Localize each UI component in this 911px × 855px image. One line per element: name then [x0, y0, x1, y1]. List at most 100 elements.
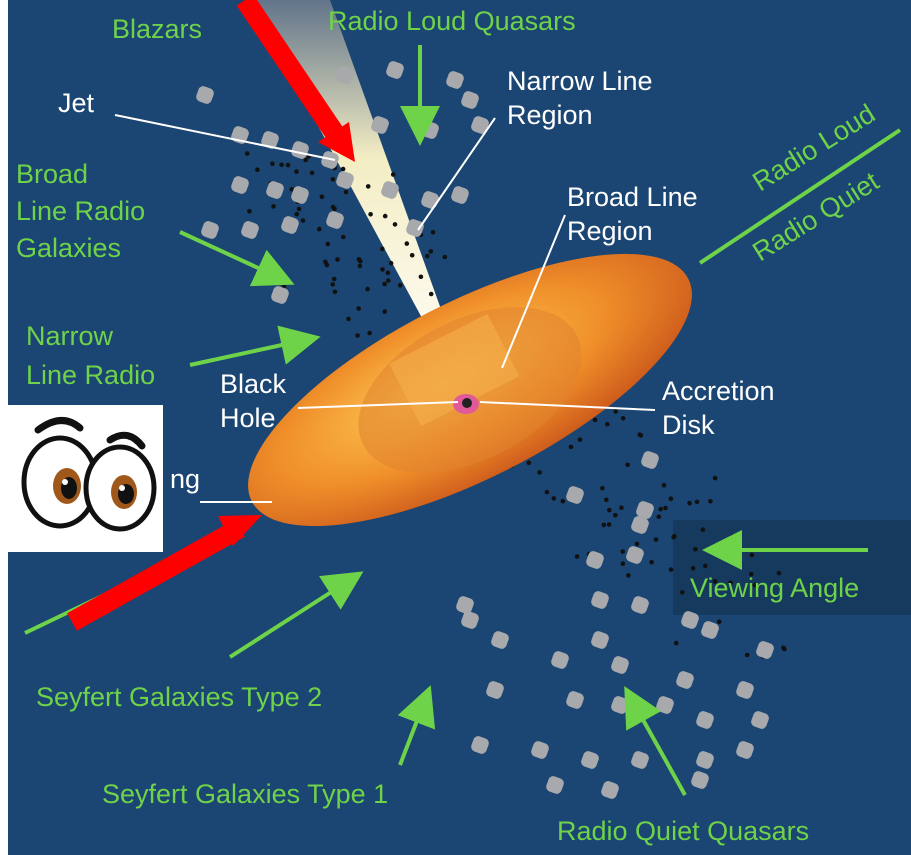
black-dot	[639, 433, 644, 438]
black-dot	[425, 254, 430, 259]
black-dot	[671, 535, 676, 540]
black-dot	[605, 422, 610, 427]
black-dot	[382, 309, 387, 314]
label-broad-line-region-1: Broad Line	[567, 182, 698, 212]
black-dot	[708, 499, 713, 504]
black-dot	[662, 483, 667, 488]
black-dot	[386, 271, 391, 276]
black-dot	[621, 416, 626, 421]
black-dot	[552, 496, 557, 501]
black-dot	[680, 590, 685, 595]
black-dot	[701, 527, 706, 532]
black-dot	[620, 549, 625, 554]
black-dot	[344, 190, 349, 195]
label-black-hole-1: Black	[220, 369, 287, 399]
black-dot	[323, 260, 328, 265]
black-dot	[745, 653, 750, 658]
black-dot	[431, 230, 436, 235]
black-dot	[255, 167, 260, 172]
black-dot	[429, 249, 434, 254]
cartoon-eyes-icon	[0, 405, 163, 552]
black-dot	[245, 151, 250, 156]
black-dot	[657, 514, 662, 519]
black-dot	[712, 544, 717, 549]
black-dot	[693, 547, 698, 552]
black-dot	[621, 561, 626, 566]
black-dot	[389, 261, 394, 266]
black-dot	[365, 287, 370, 292]
label-broad-line-region-2: Region	[567, 216, 653, 246]
black-dot	[332, 277, 337, 282]
black-dot	[346, 317, 351, 322]
label-accretion-disk-2: Disk	[662, 410, 715, 440]
black-dot	[271, 204, 276, 209]
black-dot	[602, 523, 607, 528]
label-radio-quiet-quasars: Radio Quiet Quasars	[557, 816, 809, 846]
label-narrow-line-radio-1: Narrow	[26, 321, 114, 351]
black-dot	[730, 534, 735, 539]
black-dot	[607, 522, 612, 527]
black-dot	[410, 253, 415, 258]
black-dot	[619, 505, 624, 510]
black-dot	[366, 184, 371, 189]
black-dot	[613, 409, 618, 414]
black-dot	[607, 508, 612, 513]
black-dot	[341, 167, 346, 172]
black-dot	[367, 331, 372, 336]
black-dot	[398, 283, 403, 288]
black-dot	[695, 500, 700, 505]
black-dot	[269, 258, 274, 263]
black-dot	[713, 476, 718, 481]
label-viewing-angle: Viewing Angle	[690, 573, 859, 603]
black-dot	[391, 172, 396, 177]
black-dot	[368, 212, 373, 217]
black-dot	[326, 242, 331, 247]
black-dot	[270, 161, 275, 166]
black-dot	[527, 461, 532, 466]
black-dot	[356, 306, 361, 311]
black-dot	[295, 212, 300, 217]
black-dot	[654, 537, 659, 542]
black-dot	[600, 486, 605, 491]
black-dot	[635, 542, 640, 547]
black-dot	[669, 567, 674, 572]
label-broad-line-radio-2: Line Radio	[16, 196, 145, 226]
label-black-hole-2: Hole	[220, 403, 276, 433]
label-blazars: Blazars	[112, 14, 202, 44]
black-dot	[658, 507, 663, 512]
black-dot	[380, 267, 385, 272]
black-dot	[303, 158, 308, 163]
black-dot	[320, 195, 325, 200]
black-dot	[703, 564, 708, 569]
black-dot	[687, 501, 692, 506]
black-dot	[331, 205, 336, 210]
black-dot	[626, 573, 631, 578]
black-dot	[649, 560, 654, 565]
black-dot	[663, 506, 668, 511]
black-dot	[341, 235, 346, 240]
black-dot	[294, 169, 299, 174]
black-dot	[333, 290, 338, 295]
black-dot	[561, 499, 566, 504]
black-dot	[405, 241, 410, 246]
black-dot	[297, 207, 302, 212]
black-dot	[717, 620, 722, 625]
black-dot	[604, 498, 609, 503]
black-dot	[613, 513, 618, 518]
black-dot	[750, 553, 755, 558]
black-dot	[593, 418, 598, 423]
black-dot	[386, 278, 391, 283]
black-dot	[575, 554, 580, 559]
label-radio-loud-quasars: Radio Loud Quasars	[328, 6, 576, 36]
black-dot	[355, 333, 360, 338]
label-narrow-line-region-1: Narrow Line	[507, 66, 653, 96]
black-dot	[383, 214, 388, 219]
black-dot	[625, 463, 630, 468]
black-dot	[310, 171, 315, 176]
black-dot	[691, 566, 696, 571]
black-dot	[358, 264, 363, 269]
black-dot	[429, 292, 434, 297]
label-seyfert-type-2: Seyfert Galaxies Type 2	[36, 682, 322, 712]
label-seyfert-type-1: Seyfert Galaxies Type 1	[102, 779, 388, 809]
